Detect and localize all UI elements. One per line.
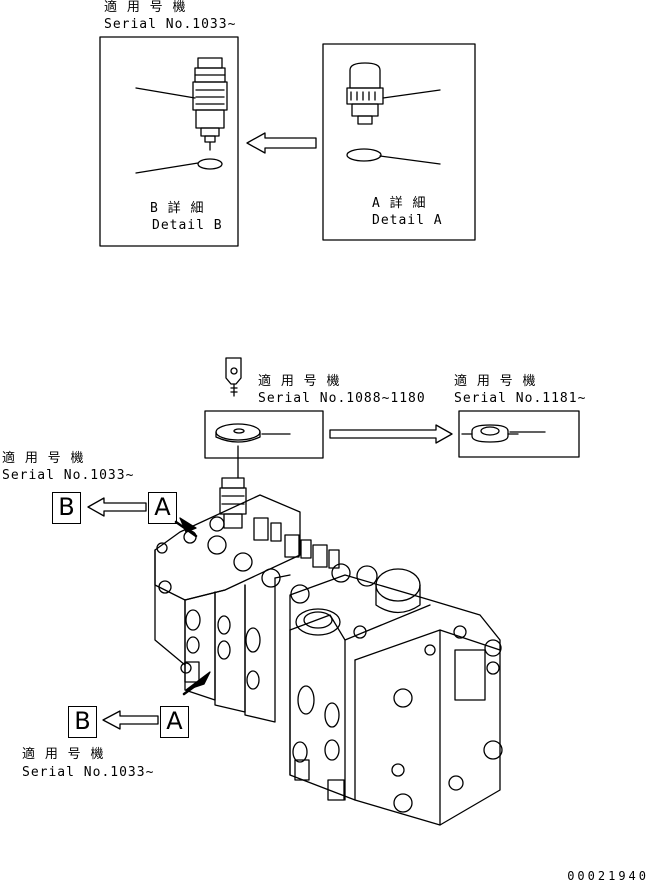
part-number: 00021940 <box>567 869 649 883</box>
detail-a-leader-2 <box>379 155 441 165</box>
plate-arrow <box>329 424 453 444</box>
pointer-upper <box>179 517 197 533</box>
top-serial-label: Serial No.1033~ <box>104 17 237 32</box>
plate-right <box>461 424 546 443</box>
detail-b-en: Detail B <box>152 218 223 233</box>
detail-a-jp: A 詳 細 <box>372 196 427 211</box>
pointer-lower <box>185 671 211 691</box>
detail-a-en: Detail A <box>372 213 443 228</box>
bottom-serial-label: Serial No.1033~ <box>22 765 155 780</box>
detail-b-leader-1 <box>135 87 196 99</box>
detail-b-valve <box>192 57 228 151</box>
callout-arrow-upper <box>87 497 147 517</box>
bottom-applicable-label: 適 用 号 機 <box>22 747 105 762</box>
control-valve-body <box>154 477 503 826</box>
detail-a-oring <box>346 148 382 162</box>
detail-b-box <box>99 36 239 247</box>
detail-a-box <box>322 43 476 241</box>
left-applicable-label: 適 用 号 機 <box>2 451 85 466</box>
detail-b-oring <box>197 158 223 170</box>
top-applicable-label: 適 用 号 機 <box>104 0 187 15</box>
callout-a-lower: A <box>160 706 189 738</box>
callout-a-upper: A <box>148 492 177 524</box>
mid-left-applicable-label: 適 用 号 機 <box>258 374 341 389</box>
mid-left-serial-label: Serial No.1088~1180 <box>258 391 426 406</box>
mid-right-serial-label: Serial No.1181~ <box>454 391 587 406</box>
plate-box-left <box>204 410 324 459</box>
bracket-part <box>225 357 242 397</box>
left-serial-label: Serial No.1033~ <box>2 468 135 483</box>
detail-a-leader-1 <box>382 89 441 99</box>
plate-left <box>215 423 291 443</box>
callout-b-lower: B <box>68 706 97 738</box>
plate-box-right <box>458 410 580 458</box>
detail-a-plug <box>346 62 384 125</box>
callout-arrow-lower <box>102 710 159 730</box>
detail-arrow <box>246 132 317 154</box>
detail-b-jp: B 詳 細 <box>150 201 205 216</box>
detail-b-leader-2 <box>135 162 199 174</box>
callout-b-upper: B <box>52 492 81 524</box>
mid-right-applicable-label: 適 用 号 機 <box>454 374 537 389</box>
